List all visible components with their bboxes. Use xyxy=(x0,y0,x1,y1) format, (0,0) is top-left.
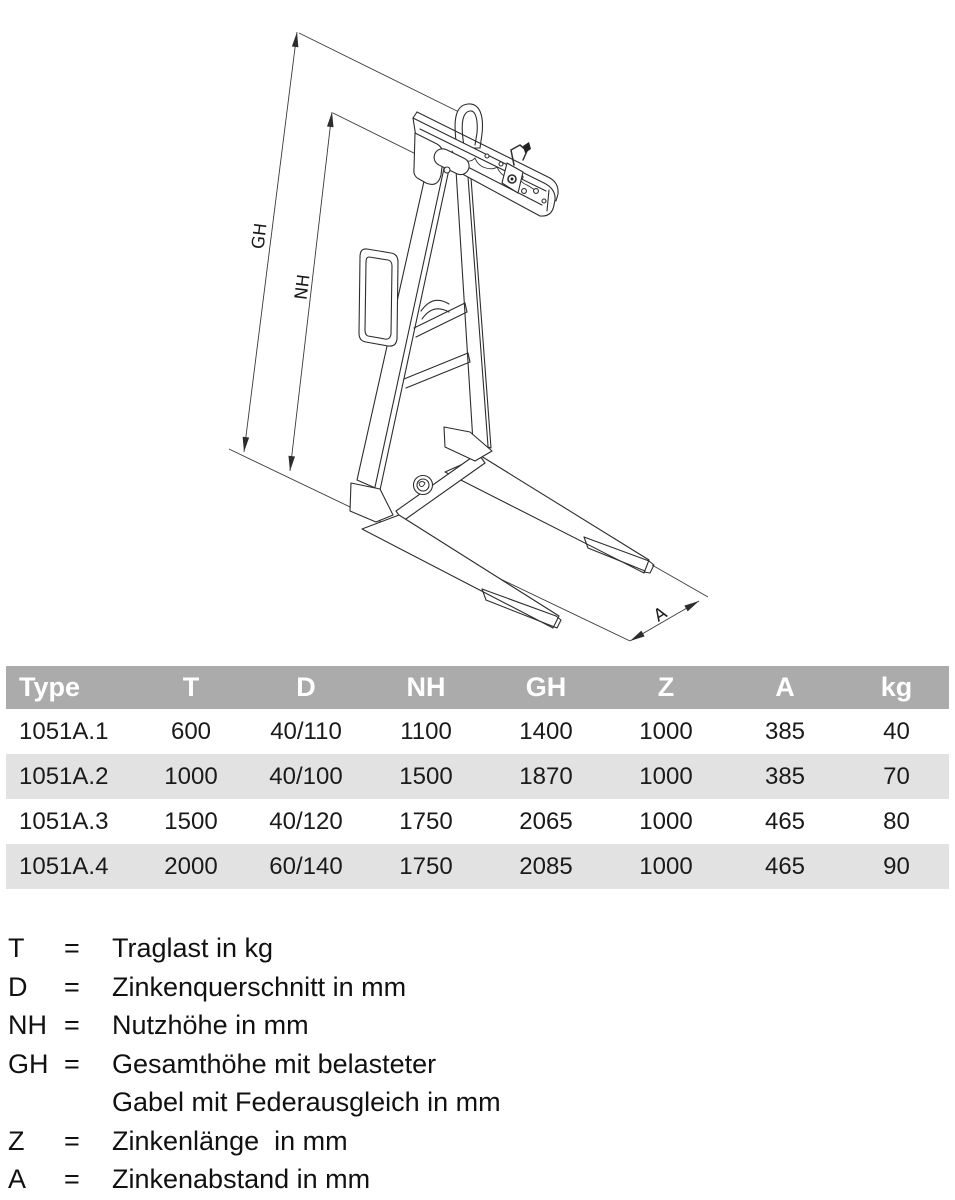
legend-item-nh: NH = Nutzhöhe in mm xyxy=(8,1006,955,1045)
col-header-gh: GH xyxy=(486,666,606,709)
table-cell: 1051A.4 xyxy=(19,852,109,880)
col-header-kg: kg xyxy=(844,666,949,709)
table-cell: 385 xyxy=(764,762,806,790)
legend-equals: = xyxy=(64,1125,80,1156)
legend-text: Nutzhöhe in mm xyxy=(112,1010,309,1040)
cross-braces xyxy=(403,299,471,389)
legend-item-gh-continuation: Gabel mit Federausgleich in mm xyxy=(8,1083,955,1122)
legend-item-d: D = Zinkenquerschnitt in mm xyxy=(8,968,955,1007)
table-cell: 1000 xyxy=(639,852,693,880)
legend-symbol: GH xyxy=(8,1048,49,1079)
legend-text: Traglast in kg xyxy=(112,933,274,963)
carry-handle xyxy=(358,248,399,347)
table-cell: 1750 xyxy=(399,807,453,835)
rear-leg xyxy=(455,169,492,449)
legend-text: Gabel mit Federausgleich in mm xyxy=(112,1087,501,1117)
legend-item-a: A = Zinkenabstand in mm xyxy=(8,1160,955,1199)
table-cell: 40/100 xyxy=(269,762,343,790)
nh-dimension-label: NH xyxy=(292,273,315,301)
legend-equals: = xyxy=(64,1164,80,1194)
col-header-d: D xyxy=(246,666,366,709)
dimension-labels: GH NH A xyxy=(248,222,671,626)
table-cell: 40 xyxy=(883,717,910,745)
gh-dimension-label: GH xyxy=(248,222,271,250)
table-cell: 1870 xyxy=(519,762,573,790)
legend-equals: = xyxy=(64,1048,80,1079)
table-cell: 1051A.2 xyxy=(19,762,109,790)
legend-text: Zinkenlänge in mm xyxy=(112,1125,348,1156)
front-foot xyxy=(349,482,394,523)
table-cell: 1100 xyxy=(400,717,452,745)
table-cell: 1000 xyxy=(639,807,693,835)
table-header-row: Type T D NH GH Z A kg xyxy=(6,666,949,709)
legend-symbol: T xyxy=(8,933,25,963)
table-cell: 1500 xyxy=(164,807,218,835)
legend-symbol: Z xyxy=(8,1125,25,1156)
gh-extension-top xyxy=(298,32,460,113)
legend: T = Traglast in kg D = Zinkenquerschnitt in … xyxy=(8,929,955,1199)
table-row: 1051A.3 1500 40/120 1750 2065 1000 465 8… xyxy=(6,799,949,844)
lifting-eye xyxy=(454,103,484,149)
table-cell: 40/110 xyxy=(270,717,342,745)
crane-fork-drawing: GH NH A xyxy=(228,31,709,642)
table-cell: 465 xyxy=(764,807,806,835)
col-header-t: T xyxy=(136,666,246,709)
a-dimension-label: A xyxy=(650,603,671,626)
table-cell: 2085 xyxy=(519,852,573,880)
table-cell: 385 xyxy=(764,717,806,745)
table-cell: 1500 xyxy=(399,762,453,790)
col-header-type: Type xyxy=(6,666,136,709)
a-dimension-line xyxy=(629,600,700,642)
legend-item-t: T = Traglast in kg xyxy=(8,929,955,968)
logo-stamp xyxy=(412,474,434,496)
table-cell: 1000 xyxy=(164,762,218,790)
table-cell: 80 xyxy=(883,807,910,835)
top-beam xyxy=(412,111,559,217)
table-row: 1051A.4 2000 60/140 1750 2085 1000 465 9… xyxy=(6,844,949,889)
legend-symbol: NH xyxy=(8,1010,47,1040)
a-extension-line xyxy=(651,564,709,598)
table-cell: 90 xyxy=(883,852,910,880)
spec-table: Type T D NH GH Z A kg 1051A.1 600 40/110… xyxy=(6,666,949,889)
table-cell: 40/120 xyxy=(269,807,343,835)
table-cell: 600 xyxy=(170,717,212,745)
table-cell: 1750 xyxy=(399,852,453,880)
legend-item-gh: GH = Gesamthöhe mit belasteter xyxy=(8,1045,955,1084)
rear-foot xyxy=(443,426,493,462)
table-cell: 1400 xyxy=(519,717,573,745)
gh-dimension-line xyxy=(242,31,299,453)
legend-symbol: D xyxy=(8,971,28,1002)
legend-equals: = xyxy=(64,1010,80,1040)
legend-text: Gesamthöhe mit belasteter xyxy=(112,1048,437,1079)
col-header-nh: NH xyxy=(366,666,486,709)
table-cell: 70 xyxy=(883,762,910,790)
table-cell: 1000 xyxy=(639,762,693,790)
base-cross-member xyxy=(395,452,486,522)
table-cell: 2065 xyxy=(519,807,573,835)
table-cell: 465 xyxy=(764,852,806,880)
table-cell: 1051A.3 xyxy=(19,807,109,835)
col-header-z: Z xyxy=(606,666,726,709)
table-cell: 60/140 xyxy=(269,852,343,880)
table-cell: 1051A.1 xyxy=(19,717,109,745)
table-row: 1051A.2 1000 40/100 1500 1870 1000 385 7… xyxy=(6,754,949,799)
legend-item-z: Z = Zinkenlänge in mm xyxy=(8,1122,955,1161)
nh-dimension-line xyxy=(288,111,334,472)
crane-fork-machine xyxy=(349,103,655,629)
front-fork-tine xyxy=(361,514,562,629)
legend-symbol: A xyxy=(8,1164,27,1194)
table-cell: 1000 xyxy=(639,717,693,745)
pivot-head xyxy=(413,132,470,185)
legend-equals: = xyxy=(64,933,80,963)
technical-drawing: GH NH A xyxy=(228,31,709,642)
legend-text: Zinkenabstand in mm xyxy=(112,1164,371,1194)
legend-equals: = xyxy=(64,971,80,1002)
table-row: 1051A.1 600 40/110 1100 1400 1000 385 40 xyxy=(6,709,949,754)
col-header-a: A xyxy=(726,666,844,709)
table-cell: 2000 xyxy=(164,852,218,880)
rear-fork-tine xyxy=(444,455,655,574)
legend-text: Zinkenquerschnitt in mm xyxy=(112,971,407,1002)
shackle-hardware xyxy=(501,142,531,194)
